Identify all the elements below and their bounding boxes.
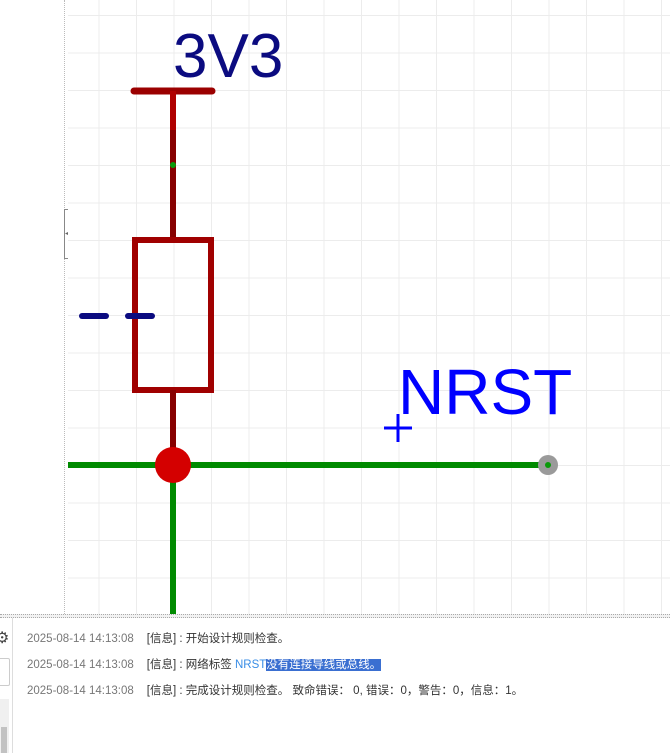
schematic-drawing: 3V3 NRST [68, 22, 572, 614]
log-panel: ⚙ 2025-08-14 14:13:08 [信息] : 开始设计规则检查。 20… [0, 618, 670, 753]
left-panel [0, 0, 65, 614]
log-toolbar: ⚙ [0, 618, 13, 753]
log-level: [信息] [146, 659, 177, 671]
log-entry: 2025-08-14 14:13:08 [信息] : 完成设计规则检查。 致命错误… [27, 682, 523, 698]
power-label: 3V3 [173, 22, 283, 91]
log-sep: : [176, 659, 186, 671]
scrollbar-thumb[interactable] [1, 727, 7, 753]
scrollbar[interactable] [0, 699, 9, 753]
log-filter-input[interactable] [0, 658, 10, 686]
log-sep: : [176, 685, 186, 697]
schematic-canvas[interactable]: 3V3 NRST [68, 0, 670, 614]
panel-splitter[interactable] [0, 614, 670, 618]
log-text: 完成设计规则检查。 致命错误： 0, 错误：0，警告：0，信息：1。 [185, 685, 524, 697]
log-level: [信息] [146, 685, 177, 697]
pin-end-dot [170, 162, 176, 168]
net-label[interactable]: NRST [398, 356, 572, 428]
log-text: 开始设计规则检查。 [185, 633, 290, 645]
log-text: 网络标签 [185, 659, 235, 671]
log-sep: : [176, 633, 186, 645]
junction-dot [155, 447, 191, 483]
log-level: [信息] [146, 633, 177, 645]
net-link[interactable]: NRST [234, 659, 267, 671]
wire-endpoint-center [545, 462, 551, 468]
log-time: 2025-08-14 14:13:08 [27, 633, 134, 645]
log-entry: 2025-08-14 14:13:08 [信息] : 网络标签 NRST没有连接导… [27, 656, 382, 672]
log-selected-text: 没有连接导线或总线。 [266, 659, 382, 671]
gear-icon[interactable]: ⚙ [0, 630, 10, 647]
log-entry: 2025-08-14 14:13:08 [信息] : 开始设计规则检查。 [27, 630, 289, 646]
log-time: 2025-08-14 14:13:08 [27, 659, 134, 671]
log-time: 2025-08-14 14:13:08 [27, 685, 134, 697]
